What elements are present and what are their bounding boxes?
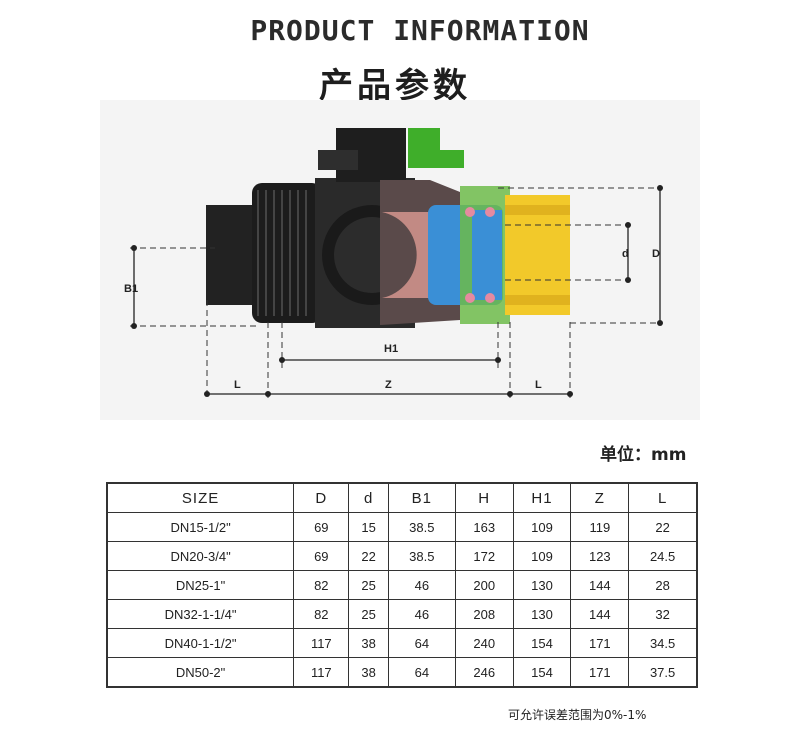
- header-d-inner: d: [348, 482, 389, 513]
- header-z: Z: [570, 482, 630, 513]
- cell-h1: 154: [512, 628, 572, 658]
- cell-h: 240: [454, 628, 514, 658]
- cell-h1: 130: [512, 599, 572, 629]
- header-h1: H1: [512, 482, 572, 513]
- cell-z: 171: [570, 628, 630, 658]
- cell-l: 24.5: [628, 541, 698, 571]
- cell-z: 144: [570, 570, 630, 600]
- dim-label-h1: H1: [384, 343, 398, 355]
- union-nut: [252, 183, 322, 323]
- title-english: PRODUCT INFORMATION: [250, 14, 590, 47]
- table-row: DN40-1-1/2" 117 38 64 240 154 171 34.5: [106, 628, 698, 658]
- table-row: DN32-1-1/4" 82 25 46 208 130 144 32: [106, 599, 698, 629]
- cell-d-outer: 117: [293, 657, 350, 688]
- cell-z: 171: [570, 657, 630, 688]
- dim-label-l-left: L: [234, 379, 241, 391]
- cell-d-outer: 82: [293, 599, 350, 629]
- header-b1: B1: [387, 482, 456, 513]
- table-row: DN50-2" 117 38 64 246 154 171 37.5: [106, 657, 698, 688]
- dim-label-d-large: D: [652, 248, 660, 260]
- cell-h1: 154: [512, 657, 572, 688]
- cell-d-inner: 25: [348, 599, 389, 629]
- cell-h1: 109: [512, 541, 572, 571]
- dim-label-z: Z: [385, 379, 392, 391]
- cell-z: 123: [570, 541, 630, 571]
- cell-z: 144: [570, 599, 630, 629]
- cell-d-inner: 25: [348, 570, 389, 600]
- cell-h: 163: [454, 512, 514, 542]
- cell-l: 37.5: [628, 657, 698, 688]
- spec-table: SIZE D d B1 H H1 Z L DN15-1/2" 69 15 38.…: [106, 482, 698, 688]
- cell-b1: 38.5: [387, 512, 456, 542]
- cell-size: DN50-2": [106, 657, 295, 688]
- cell-h: 208: [454, 599, 514, 629]
- table-row: DN15-1/2" 69 15 38.5 163 109 119 22: [106, 512, 698, 542]
- header-h: H: [454, 482, 514, 513]
- cell-b1: 38.5: [387, 541, 456, 571]
- dim-label-b1: B1: [124, 283, 138, 295]
- cell-b1: 46: [387, 570, 456, 600]
- dim-label-l-right: L: [535, 379, 542, 391]
- header-d-outer: D: [293, 482, 350, 513]
- cell-z: 119: [570, 512, 630, 542]
- cell-h1: 109: [512, 512, 572, 542]
- table-row: DN20-3/4" 69 22 38.5 172 109 123 24.5: [106, 541, 698, 571]
- cell-d-inner: 38: [348, 628, 389, 658]
- cell-h: 246: [454, 657, 514, 688]
- cell-l: 22: [628, 512, 698, 542]
- table-row: DN25-1" 82 25 46 200 130 144 28: [106, 570, 698, 600]
- left-pipe-end: [206, 205, 261, 305]
- valve-dimension-diagram: B1 H1 L Z L d D: [100, 100, 700, 420]
- header-size: SIZE: [106, 482, 295, 513]
- title-chinese: 产品参数: [319, 66, 471, 106]
- cell-d-outer: 117: [293, 628, 350, 658]
- cell-b1: 64: [387, 657, 456, 688]
- cell-size: DN32-1-1/4": [106, 599, 295, 629]
- dim-label-d-small: d: [622, 248, 629, 260]
- cell-b1: 64: [387, 628, 456, 658]
- cell-d-inner: 22: [348, 541, 389, 571]
- header-l: L: [628, 482, 698, 513]
- cell-d-inner: 15: [348, 512, 389, 542]
- cell-h: 172: [454, 541, 514, 571]
- cell-d-outer: 69: [293, 512, 350, 542]
- cell-l: 28: [628, 570, 698, 600]
- cell-d-inner: 38: [348, 657, 389, 688]
- table-header-row: SIZE D d B1 H H1 Z L: [106, 482, 698, 513]
- unit-label: 单位：mm: [600, 445, 687, 465]
- cell-h1: 130: [512, 570, 572, 600]
- cell-l: 32: [628, 599, 698, 629]
- cell-l: 34.5: [628, 628, 698, 658]
- cell-size: DN20-3/4": [106, 541, 295, 571]
- cell-h: 200: [454, 570, 514, 600]
- cell-d-outer: 82: [293, 570, 350, 600]
- tolerance-note: 可允许误差范围为0%-1%: [508, 708, 647, 722]
- cell-b1: 46: [387, 599, 456, 629]
- cell-size: DN15-1/2": [106, 512, 295, 542]
- cell-size: DN40-1-1/2": [106, 628, 295, 658]
- cell-d-outer: 69: [293, 541, 350, 571]
- cell-size: DN25-1": [106, 570, 295, 600]
